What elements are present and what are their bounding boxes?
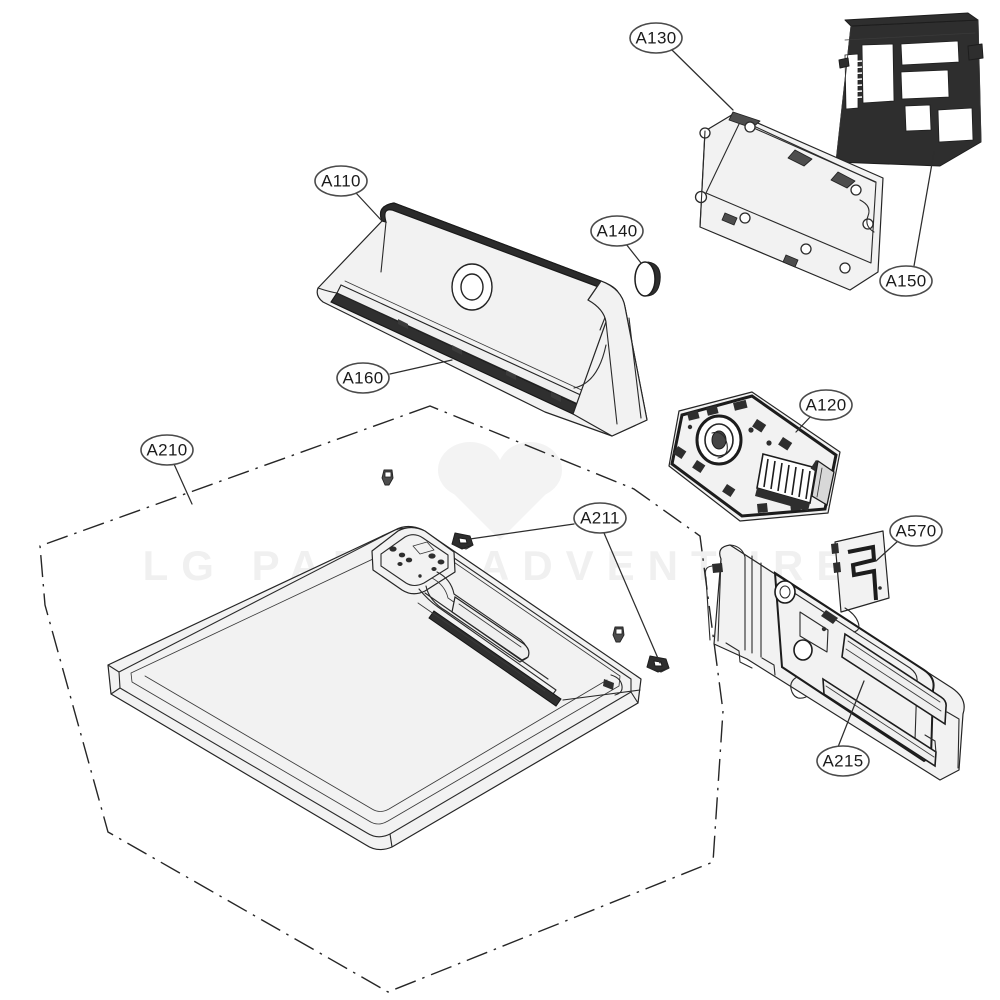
leader-A210: [173, 463, 193, 505]
part-A110-console-housing: [316, 202, 648, 437]
callout-A120[interactable]: A120: [799, 389, 853, 421]
part-A130-cover-plate: [694, 111, 884, 291]
leader-A110: [355, 192, 383, 222]
screw-bosses: [381, 469, 625, 643]
callout-label-A140: A140: [597, 222, 638, 241]
callout-A140[interactable]: A140: [590, 215, 644, 247]
part-A150-bracket-frame: [835, 12, 984, 167]
leader-A211-a: [469, 523, 575, 540]
leader-A140: [625, 243, 642, 264]
callout-A150[interactable]: A150: [879, 265, 933, 297]
callout-label-A130: A130: [636, 29, 677, 48]
callout-label-A215: A215: [823, 752, 864, 771]
callout-label-A210: A210: [147, 441, 188, 460]
leader-A120: [795, 414, 813, 433]
callout-A210[interactable]: A210: [140, 434, 194, 466]
leader-A215: [837, 680, 865, 748]
part-A570-cover-clip: [831, 530, 890, 613]
leader-A211-b: [603, 532, 661, 664]
assembly-boundary-A210: [39, 405, 724, 993]
part-A210-top-plate: [107, 525, 642, 851]
callout-A160[interactable]: A160: [336, 362, 390, 394]
callout-A215[interactable]: A215: [816, 745, 870, 777]
callout-A130[interactable]: A130: [629, 22, 683, 54]
part-A160-trim-strip: [330, 280, 589, 415]
callout-label-A110: A110: [321, 172, 361, 191]
leader-A570: [875, 540, 899, 562]
callout-label-A570: A570: [896, 522, 937, 541]
callout-label-A160: A160: [343, 369, 384, 388]
part-A215-rear-panel: [704, 544, 965, 781]
leader-lines: [173, 49, 935, 748]
callout-A110[interactable]: A110: [314, 165, 368, 197]
leader-A150: [913, 151, 935, 267]
callout-label-A150: A150: [886, 272, 927, 291]
leader-A130: [671, 49, 734, 111]
callout-A211[interactable]: A211: [573, 502, 627, 534]
callout-A570[interactable]: A570: [889, 515, 943, 547]
callout-label-A120: A120: [806, 396, 847, 415]
leader-A160: [389, 359, 453, 375]
part-A140-cap-plug: [634, 261, 661, 297]
part-A120-display-pcb: [668, 391, 841, 522]
callout-label-A211: A211: [580, 509, 620, 528]
